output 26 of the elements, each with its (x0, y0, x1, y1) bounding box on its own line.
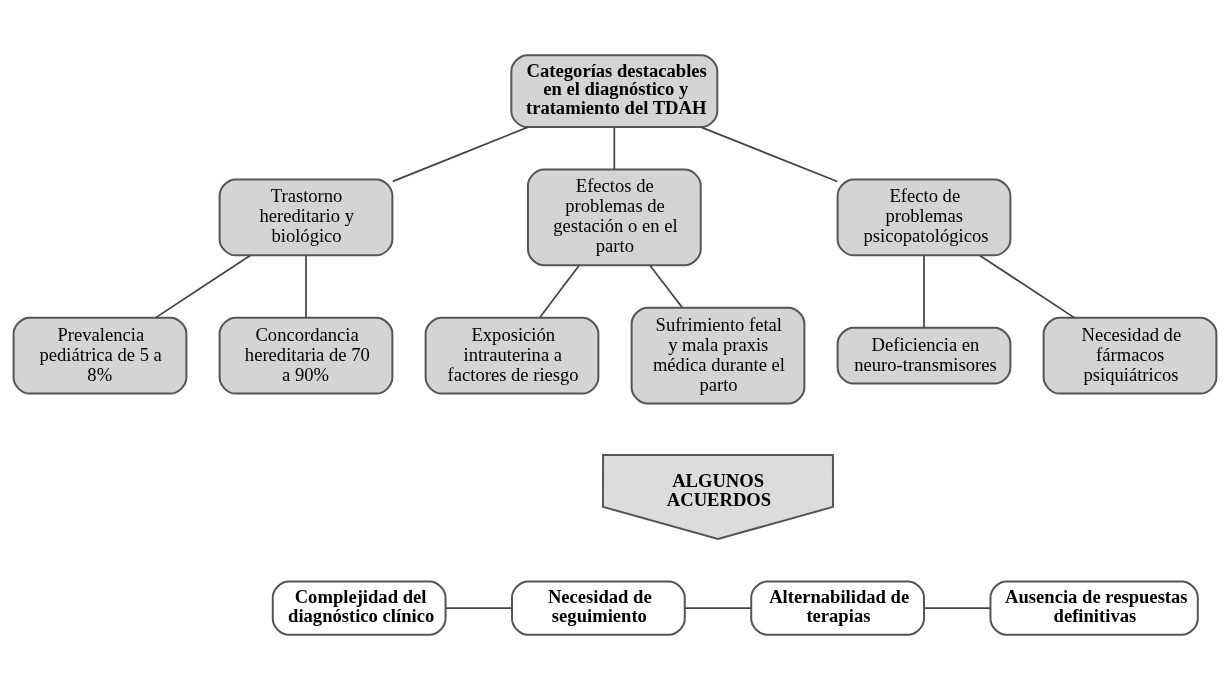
connector (978, 254, 1076, 318)
node-box: Alternabilidad de terapias (750, 580, 925, 636)
connector (154, 254, 252, 318)
node-box: Deficiencia en neuro-transmisores (836, 326, 1012, 385)
node-box: Ausencia de respuestas definitivas (989, 580, 1199, 636)
connector (613, 126, 616, 170)
node-box: Prevalencia pediátrica de 5 a 8% (12, 316, 188, 395)
node-box: Necesidad de fármacos psiquiátricos (1042, 316, 1218, 395)
node-box: Trastorno hereditario y biológico (218, 178, 394, 256)
connector (391, 125, 529, 182)
connector (444, 606, 513, 609)
node-box: Necesidad de seguimiento (511, 580, 686, 636)
connector (649, 264, 684, 308)
node-box: Sufrimiento fetal y mala praxis médica durante el parto (630, 306, 806, 405)
node-box: Categorías destacables en el diagnóstico y tratamiento del TDAH (510, 53, 719, 128)
node-box: Complejidad del diagnóstico clínico (271, 580, 447, 636)
connector (683, 606, 752, 609)
node-box: Efectos de problemas de gestación o en el parto (526, 168, 702, 266)
connector (700, 125, 839, 182)
connector (923, 254, 925, 328)
node-box: Concordancia hereditaria de 70 a 90% (218, 316, 394, 395)
connector (923, 606, 991, 609)
node-box: Exposición intrauterina a factores de riesgo (424, 316, 600, 395)
connector (539, 264, 580, 318)
connector (305, 254, 307, 318)
node-box: Efecto de problemas psicopatológicos (836, 178, 1012, 256)
